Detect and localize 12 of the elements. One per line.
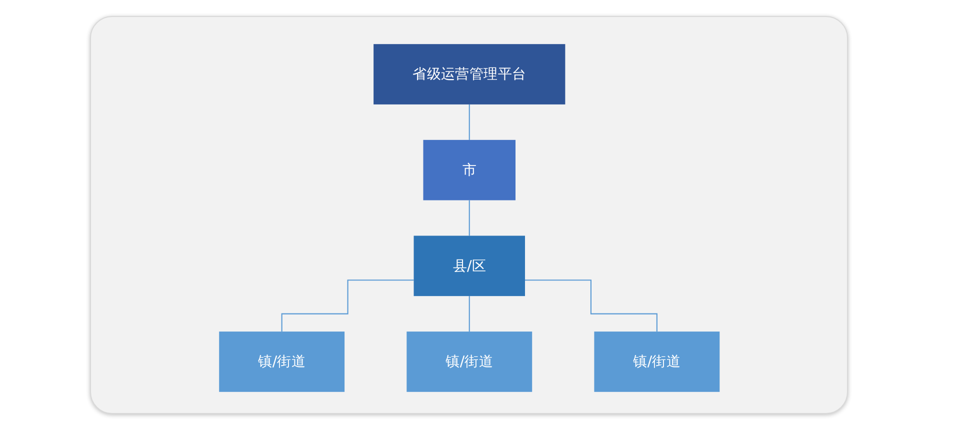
connector [468,296,470,332]
node-box [594,332,720,392]
connector [468,200,470,236]
node-box [373,44,565,104]
node-box [422,140,516,200]
node-box [218,332,344,392]
node-box [413,236,525,296]
node-box [406,332,532,392]
connector [524,280,658,332]
connector [280,280,414,332]
connector [468,104,470,140]
card-background: 省级运营管理平台 市 县/区 镇/街道 镇/街道 镇/街道 [90,16,848,414]
